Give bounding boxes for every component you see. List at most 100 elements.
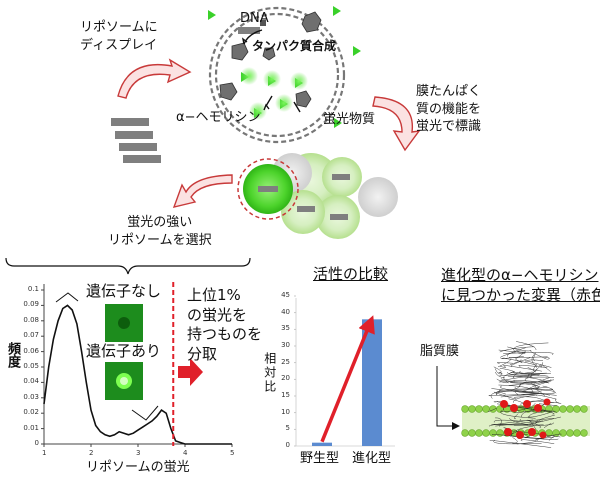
structure-strand [513, 342, 549, 352]
protein-synthesis-label: タンパク質合成 [252, 39, 337, 53]
lipid-head [461, 405, 469, 413]
lipid-head [573, 405, 581, 413]
hist-y-tick-label: 0.08 [23, 315, 39, 324]
structure-strand [507, 375, 540, 377]
structure-strand [515, 431, 561, 438]
structure-strand [535, 414, 555, 423]
structure-strand [540, 362, 544, 368]
structure-strand [495, 417, 502, 427]
hist-x-tick-label: 4 [183, 449, 188, 457]
hist-y-tick-label: 0 [34, 439, 39, 447]
lipid-head [489, 405, 497, 413]
structure-strand [501, 405, 543, 413]
structure-strand [513, 422, 554, 426]
structure-strand [494, 371, 505, 379]
structure-strand [489, 440, 552, 448]
structure-strand [535, 364, 542, 370]
structure-strand [491, 388, 542, 393]
structure-strand [542, 409, 555, 415]
structure-strand [520, 439, 555, 444]
fluor-label: 蛍光物質 [323, 112, 376, 127]
hist-x-tick-label: 1 [42, 449, 47, 457]
structure-strand [513, 380, 550, 384]
structure-strand [527, 411, 553, 418]
structure-strand [495, 420, 544, 427]
activity-bar [362, 319, 382, 446]
structure-strand [508, 379, 555, 386]
dna-bars [238, 20, 266, 34]
structure-strand [555, 398, 562, 404]
lipid-head [559, 429, 567, 437]
hist-y-tick-label: 0.01 [23, 423, 39, 432]
hist-y-tick-label: 0.07 [23, 331, 39, 340]
structure-strand [493, 366, 502, 373]
hist-x-tick-label: 5 [230, 449, 235, 457]
structure-strand [513, 395, 535, 403]
structure-strand [532, 362, 537, 369]
lipid-head [566, 429, 574, 437]
hist-y-tick-label: 0.05 [23, 362, 39, 370]
activity-ticks [294, 295, 296, 447]
structure-strand [500, 376, 533, 382]
gene-label: 遺伝子あり [86, 342, 162, 360]
display-label: リポソームに ディスプレイ [80, 20, 158, 53]
structure-strand [543, 423, 552, 429]
structure-strand [516, 341, 537, 351]
structure-strand [496, 362, 513, 364]
lipid-head [475, 429, 483, 437]
structure-strand [531, 354, 535, 363]
inset-callouts [55, 292, 159, 421]
structure-strand [498, 384, 533, 393]
activity-y-tick-label: 15 [281, 391, 290, 399]
activity-y-tick-label: 30 [281, 341, 290, 349]
liposome-cluster [237, 153, 398, 239]
activity-y-tick-label: 0 [285, 441, 290, 449]
structure-strand [513, 410, 558, 414]
dna-label: DNA [240, 11, 269, 26]
lipid-head [566, 405, 574, 413]
hist-y-tick-label: 0.06 [23, 346, 39, 355]
inset-no-gene [105, 304, 143, 342]
structure-strand [508, 371, 533, 375]
structure-strand [528, 410, 555, 419]
mutation-spots [500, 398, 551, 439]
lipid-head [573, 429, 581, 437]
hist-x-tick-label: 3 [136, 449, 141, 457]
structure-strand [527, 367, 537, 373]
lipid-head [475, 405, 483, 413]
structure-strand [503, 352, 554, 355]
structure-strand [507, 346, 531, 352]
structure-strand [524, 376, 555, 382]
lipid-membrane [461, 405, 590, 437]
activity-arrow [320, 315, 375, 443]
structure-strand [503, 364, 542, 372]
structure-strand [499, 346, 535, 353]
membrane-label: 膜たんぱく 質の機能を 蛍光で標識 [416, 84, 482, 135]
lipid-membrane-label: 脂質膜 [420, 344, 460, 359]
structure-strand [525, 359, 544, 363]
structure-strand [507, 372, 540, 376]
structure-strand [512, 437, 518, 444]
structure-strand [493, 419, 523, 423]
structure-strand [542, 385, 557, 394]
hemolysin-structure [487, 341, 562, 448]
activity-y-tick-label: 5 [285, 424, 290, 433]
structure-strand [535, 433, 562, 441]
structure-strand [493, 439, 542, 445]
inner-arrows [241, 29, 301, 113]
structure-strand [513, 396, 545, 402]
activity-y-tick-label: 20 [281, 374, 290, 383]
activity-bar [312, 442, 332, 446]
activity-y-label: 相対比 [262, 352, 277, 394]
activity-y-tick-label: 10 [281, 407, 290, 416]
evolved-type-label: 進化型 [352, 451, 392, 466]
lipid-head [517, 405, 525, 413]
structure-strand [528, 380, 552, 390]
hist-y-label: 頻度 [4, 342, 20, 368]
top-percent-label: 上位1% の蛍光を 持つものを 分取 [187, 286, 263, 363]
structure-strand [518, 365, 548, 368]
structure-strand [532, 379, 552, 385]
structure-strand [509, 359, 522, 366]
structure-strand [494, 368, 503, 375]
